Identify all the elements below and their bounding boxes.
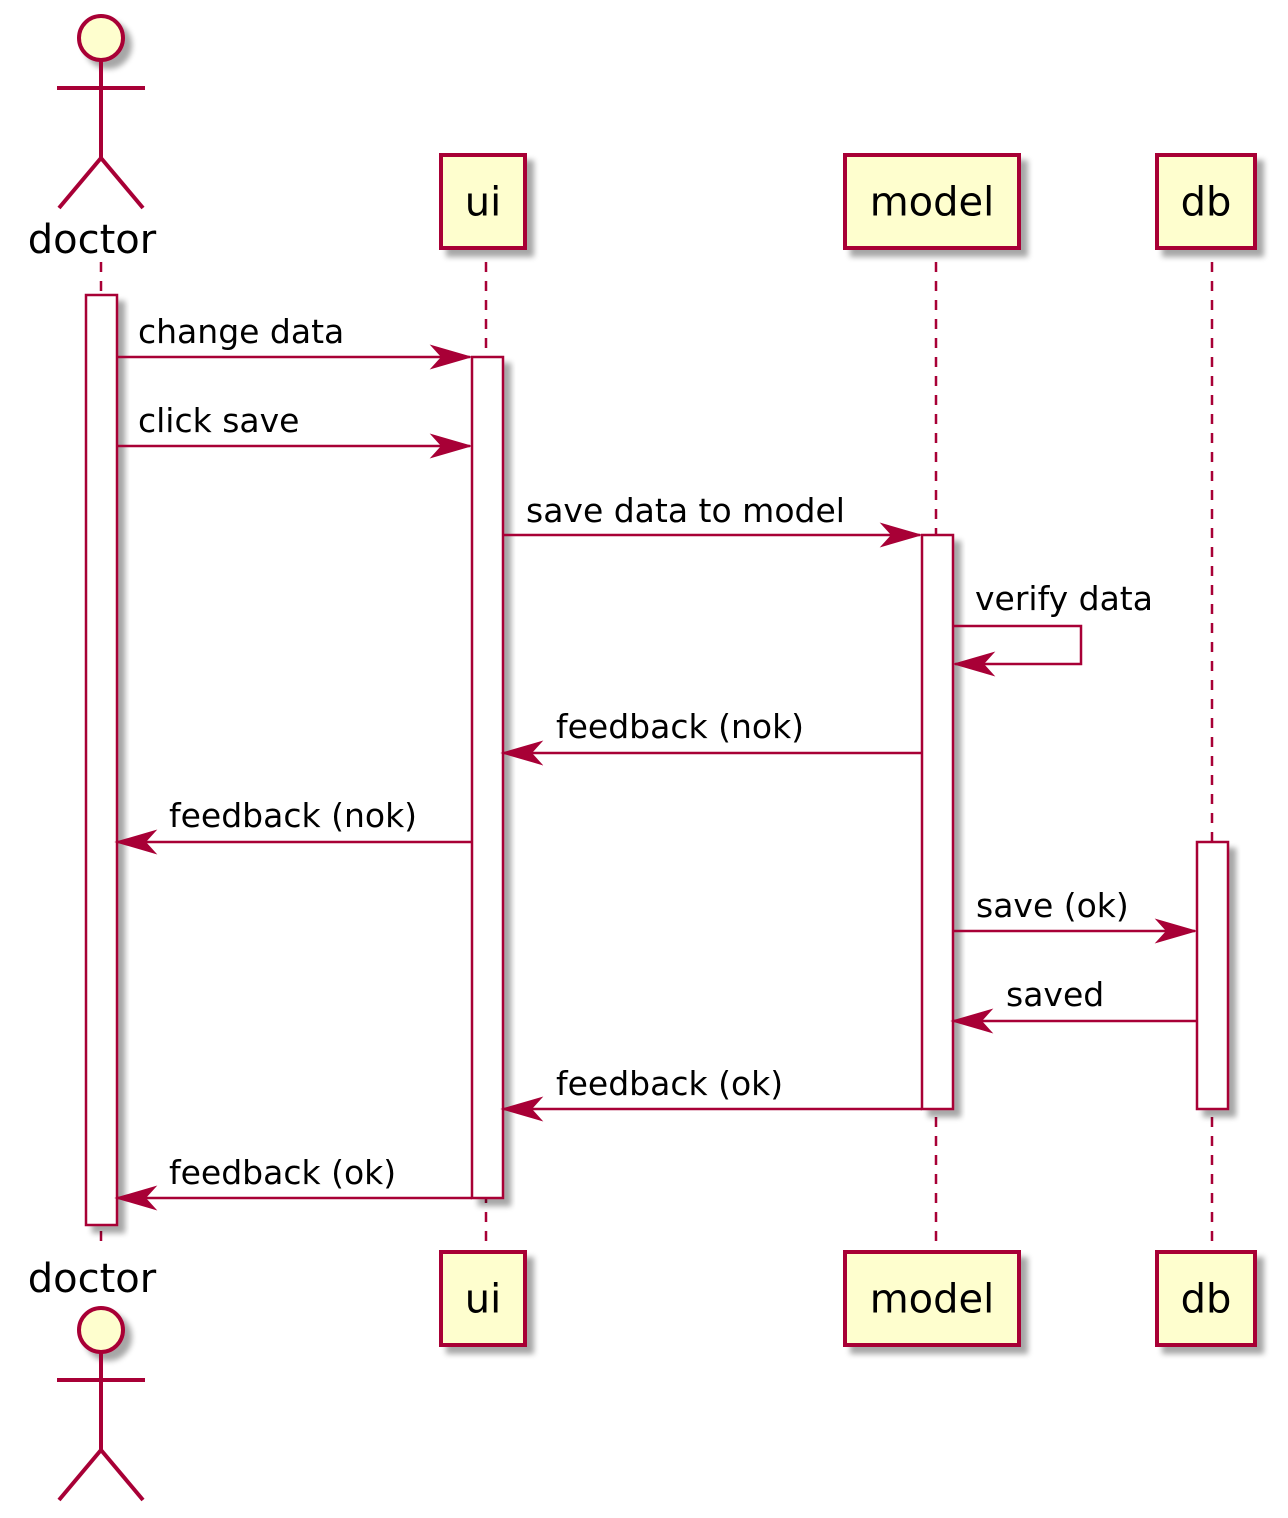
participant-label-doctor-top: doctor bbox=[28, 217, 157, 263]
participant-box-frame bbox=[439, 1250, 527, 1347]
message-6: save (ok) bbox=[953, 886, 1198, 944]
message-8: feedback (ok) bbox=[500, 1064, 922, 1122]
arrowhead bbox=[429, 344, 473, 370]
message-label: save data to model bbox=[526, 491, 845, 530]
arrowhead bbox=[952, 651, 996, 677]
arrowhead bbox=[114, 829, 158, 855]
participant-box-frame bbox=[1155, 1250, 1257, 1347]
message-label: save (ok) bbox=[976, 886, 1129, 925]
message-9: feedback (ok) bbox=[114, 1153, 472, 1211]
participant-box-model-bottom: model bbox=[843, 1250, 1021, 1347]
activation-bar-doctor bbox=[84, 293, 119, 1227]
arrowhead bbox=[114, 1185, 158, 1211]
participant-box-db-top: db bbox=[1155, 153, 1257, 250]
message-label: feedback (ok) bbox=[169, 1153, 396, 1192]
participant-box-frame bbox=[843, 1250, 1021, 1347]
actor-left-leg bbox=[57, 1448, 103, 1502]
participant-footers: doctor ui model db bbox=[28, 1250, 1257, 1502]
participant-label-doctor-bottom: doctor bbox=[28, 1256, 157, 1302]
message-label: click save bbox=[138, 401, 299, 440]
arrowhead bbox=[1154, 918, 1198, 944]
message-label: feedback (ok) bbox=[556, 1064, 783, 1103]
message-label: saved bbox=[1006, 975, 1104, 1014]
participant-box-ui-bottom: ui bbox=[439, 1250, 527, 1347]
actor-right-leg bbox=[99, 1448, 145, 1502]
participant-label-ui-top: ui bbox=[465, 180, 501, 226]
message-7: saved bbox=[950, 975, 1197, 1034]
message-2: save data to model bbox=[503, 491, 923, 548]
participant-box-frame bbox=[843, 153, 1021, 250]
participant-label-db-bottom: db bbox=[1181, 1277, 1232, 1323]
arrowhead bbox=[950, 1008, 994, 1034]
message-label: change data bbox=[138, 312, 344, 351]
stick-figure-actor-icon bbox=[57, 14, 145, 210]
message-label: feedback (nok) bbox=[169, 796, 417, 835]
message-arrow bbox=[953, 624, 1083, 666]
message-1: click save bbox=[117, 401, 473, 459]
arrowhead bbox=[500, 1096, 544, 1122]
participant-box-frame bbox=[1155, 153, 1257, 250]
participant-label-ui-bottom: ui bbox=[465, 1277, 501, 1323]
participant-box-ui-top: ui bbox=[439, 153, 527, 250]
participant-box-model-top: model bbox=[843, 153, 1021, 250]
messages: change data click save save data to model v… bbox=[114, 312, 1198, 1211]
activation-bar-db bbox=[1195, 840, 1230, 1111]
message-4: feedback (nok) bbox=[500, 707, 922, 766]
participant-box-db-bottom: db bbox=[1155, 1250, 1257, 1347]
arrowhead bbox=[500, 740, 544, 766]
participant-box-frame bbox=[439, 153, 527, 250]
message-0: change data bbox=[117, 312, 473, 370]
actor-head bbox=[77, 1306, 125, 1354]
activation-bar-model bbox=[920, 533, 955, 1111]
arrowhead bbox=[429, 433, 473, 459]
participant-label-model-top: model bbox=[870, 180, 995, 226]
actor-head bbox=[77, 14, 125, 62]
actor-right-leg bbox=[99, 156, 145, 210]
message-label: verify data bbox=[975, 579, 1153, 618]
stick-figure-actor-icon bbox=[57, 1306, 145, 1502]
participant-label-model-bottom: model bbox=[870, 1277, 995, 1323]
message-label: feedback (nok) bbox=[556, 707, 804, 746]
participant-headers: doctor ui model db bbox=[28, 14, 1257, 263]
message-3: verify data bbox=[952, 579, 1153, 677]
activation-bar-ui bbox=[470, 355, 505, 1200]
activation-bars bbox=[84, 293, 1230, 1227]
message-5: feedback (nok) bbox=[114, 796, 472, 855]
actor-left-leg bbox=[57, 156, 103, 210]
arrowhead bbox=[879, 522, 923, 548]
participant-label-db-top: db bbox=[1181, 180, 1232, 226]
